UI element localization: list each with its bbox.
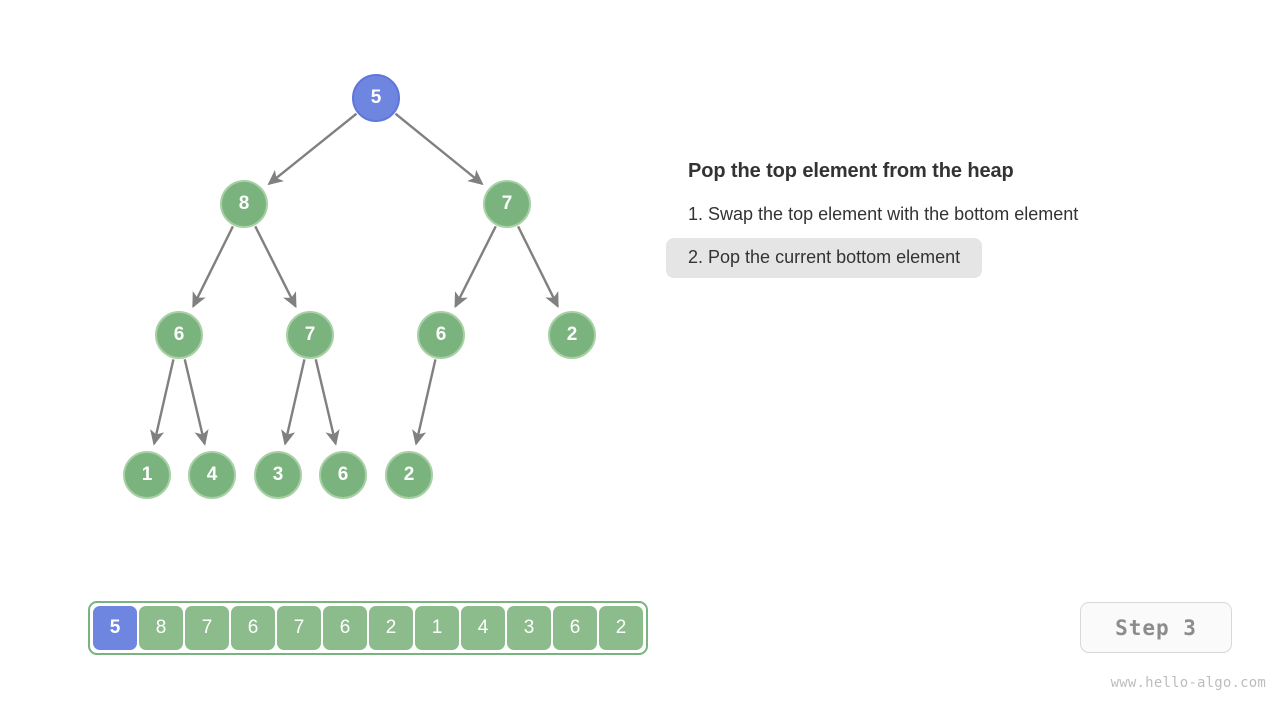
- array-cell[interactable]: 4: [461, 606, 505, 650]
- tree-node-value: 4: [206, 463, 218, 485]
- step-badge: Step 3: [1080, 602, 1232, 653]
- watermark: www.hello-algo.com: [1110, 675, 1266, 691]
- tree-node[interactable]: 6: [319, 451, 367, 499]
- array-cell[interactable]: 5: [93, 606, 137, 650]
- tree-edge: [412, 359, 437, 446]
- tree-node-value: 1: [141, 463, 153, 485]
- tree-edges-svg: [150, 112, 559, 446]
- tree-node-value: 6: [337, 463, 349, 485]
- tree-edge: [517, 225, 559, 309]
- tree-edge: [150, 359, 175, 446]
- tree-edge: [454, 225, 497, 309]
- tree-edge: [314, 359, 340, 446]
- step-item-2[interactable]: 2. Pop the current bottom element: [666, 238, 983, 278]
- tree-node-value: 6: [435, 323, 447, 345]
- array-cell[interactable]: 8: [139, 606, 183, 650]
- tree-node[interactable]: 6: [417, 311, 465, 359]
- tree-node[interactable]: 3: [254, 451, 302, 499]
- tree-edge: [394, 112, 484, 186]
- tree-node[interactable]: 2: [548, 311, 596, 359]
- tree-edge: [192, 225, 234, 309]
- tree-node-value: 8: [238, 192, 250, 214]
- tree-node[interactable]: 4: [188, 451, 236, 499]
- tree-node-value: 3: [272, 463, 284, 485]
- page-title: Pop the top element from the heap: [688, 160, 1014, 182]
- tree-node[interactable]: 2: [385, 451, 433, 499]
- array-cell[interactable]: 6: [553, 606, 597, 650]
- tree-edge-group: [150, 112, 559, 446]
- tree-node-value: 2: [566, 323, 578, 345]
- binary-tree-diagram: 5 8 7 6 7 6 2 1 4 3 6 2: [0, 0, 680, 540]
- tree-node-value: 7: [304, 323, 316, 345]
- array-cell[interactable]: 2: [369, 606, 413, 650]
- array-cell[interactable]: 2: [599, 606, 643, 650]
- array-cell[interactable]: 3: [507, 606, 551, 650]
- tree-node-value: 7: [501, 192, 513, 214]
- tree-node[interactable]: 6: [155, 311, 203, 359]
- tree-node[interactable]: 7: [286, 311, 334, 359]
- tree-edge: [254, 225, 297, 309]
- tree-edge: [281, 359, 306, 446]
- tree-node[interactable]: 7: [483, 180, 531, 228]
- step-item-1[interactable]: 1. Swap the top element with the bottom …: [688, 204, 1079, 224]
- tree-node[interactable]: 8: [220, 180, 268, 228]
- array-cell[interactable]: 6: [231, 606, 275, 650]
- tree-node-value: 5: [370, 86, 382, 108]
- tree-node-value: 2: [403, 463, 415, 485]
- info-panel: Pop the top element from the heap 1. Swa…: [666, 160, 1266, 281]
- array-cell[interactable]: 7: [185, 606, 229, 650]
- array-cell[interactable]: 1: [415, 606, 459, 650]
- step-list: 1. Swap the top element with the bottom …: [666, 195, 1266, 281]
- array-cell[interactable]: 6: [323, 606, 367, 650]
- array-cell[interactable]: 7: [277, 606, 321, 650]
- tree-node[interactable]: 5: [352, 74, 400, 122]
- tree-node[interactable]: 1: [123, 451, 171, 499]
- tree-edge: [267, 112, 358, 186]
- tree-edge: [183, 359, 209, 446]
- tree-node-value: 6: [173, 323, 185, 345]
